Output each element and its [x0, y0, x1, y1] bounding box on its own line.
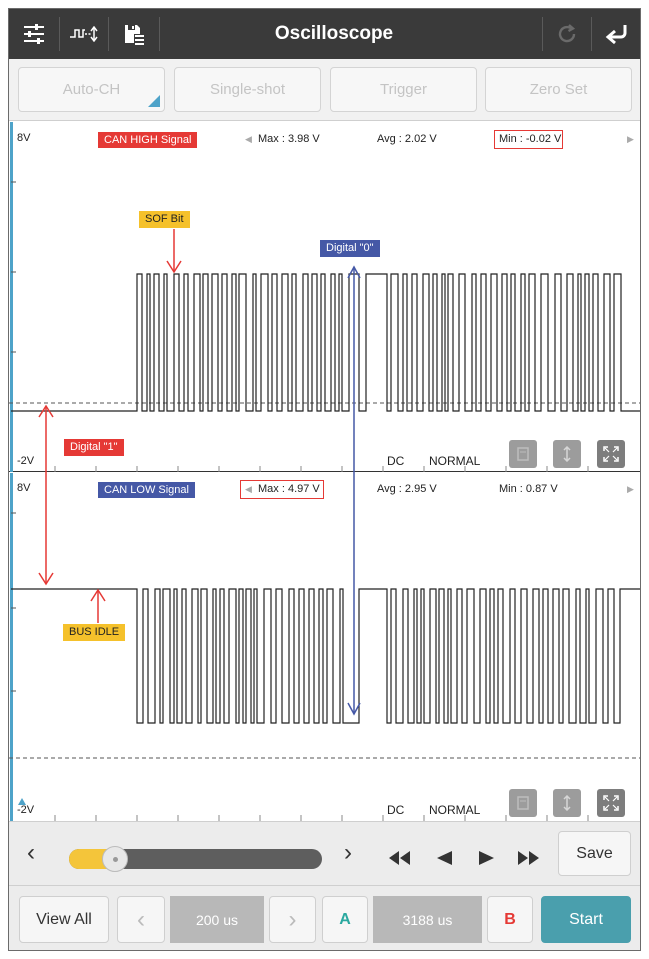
save-button[interactable]: Save: [558, 831, 631, 876]
waveform-measure-icon[interactable]: [60, 9, 108, 59]
title-divider: [59, 17, 60, 51]
channel-1-bottom-scale: -2V: [17, 455, 35, 467]
title-divider: [159, 17, 160, 51]
auto-ch-label: Auto-CH: [62, 81, 121, 98]
channel-1-vertical-button[interactable]: [553, 440, 581, 468]
title-divider: [591, 17, 592, 51]
playback-bar: ‹ › Save: [9, 821, 640, 885]
channel-1-coupling: DC: [387, 454, 405, 468]
chevron-left-icon: ‹: [137, 905, 145, 933]
bus-idle-annotation: BUS IDLE: [63, 624, 126, 641]
save-file-icon[interactable]: [109, 9, 159, 59]
fast-rewind-icon[interactable]: [387, 850, 411, 871]
channel-1-mode: NORMAL: [429, 454, 481, 468]
step-back-icon[interactable]: [435, 850, 453, 871]
channel-2-fullscreen-button[interactable]: [597, 789, 625, 817]
oscilloscope-window: Oscilloscope Auto-CH Single-shot Trigger: [8, 8, 641, 951]
digital-one-annotation: Digital "1": [64, 439, 124, 456]
dropdown-corner-icon: [148, 95, 160, 107]
title-divider: [542, 17, 543, 51]
channel-1-avg: Avg : 2.02 V: [377, 133, 437, 145]
channel-2-coupling: DC: [387, 803, 405, 817]
trigger-label: Trigger: [380, 81, 427, 98]
cursor-a-button[interactable]: A: [322, 896, 368, 943]
chevron-left-icon[interactable]: ‹: [27, 839, 35, 866]
channel-1-cursor-button[interactable]: [509, 440, 537, 468]
chevron-left-icon[interactable]: ◀: [245, 484, 252, 494]
cursor-value: 3188 us: [373, 896, 482, 943]
single-shot-label: Single-shot: [209, 81, 286, 98]
min-highlight-box: [494, 130, 563, 149]
channel-2-waveform: [9, 512, 640, 821]
channel-1-min: Min : -0.02 V: [499, 133, 562, 145]
timebase-decrease-button[interactable]: ‹: [117, 896, 165, 943]
chevron-right-icon[interactable]: ▶: [627, 134, 634, 144]
channel-2-bottom-scale: -2V: [17, 804, 35, 816]
channel-1-waveform: [9, 181, 640, 472]
channel-2-max: Max : 4.97 V: [258, 483, 320, 495]
auto-ch-button[interactable]: Auto-CH: [18, 67, 165, 112]
square-icon: [517, 447, 529, 461]
updown-arrows-icon: [563, 446, 571, 462]
seek-slider-handle[interactable]: [101, 846, 128, 872]
expand-icon: [603, 795, 619, 811]
cursor-b-button[interactable]: B: [487, 896, 533, 943]
settings-sliders-icon[interactable]: [9, 9, 59, 59]
channel-1-marker: [10, 122, 13, 472]
back-arrow-icon[interactable]: [592, 9, 640, 59]
channel-2-min: Min : 0.87 V: [499, 483, 558, 495]
refresh-icon[interactable]: [543, 9, 591, 59]
channel-1-signal-name[interactable]: CAN HIGH Signal: [98, 132, 198, 148]
square-icon: [517, 796, 529, 810]
title-divider: [108, 17, 109, 51]
zero-set-label: Zero Set: [529, 81, 588, 98]
channel-1-max: Max : 3.98 V: [258, 133, 320, 145]
channel-2-panel[interactable]: 8V CAN LOW Signal ◀ Max : 4.97 V Avg : 2…: [9, 473, 640, 821]
channel-2-avg: Avg : 2.95 V: [377, 483, 437, 495]
sof-bit-annotation: SOF Bit: [139, 211, 190, 228]
zero-set-button[interactable]: Zero Set: [485, 67, 632, 112]
view-all-button[interactable]: View All: [19, 896, 109, 943]
toolbar: Auto-CH Single-shot Trigger Zero Set: [9, 59, 640, 121]
timebase-increase-button[interactable]: ›: [269, 896, 316, 943]
channel-1-panel[interactable]: 8V CAN HIGH Signal ◀ Max : 3.98 V Avg : …: [9, 122, 640, 472]
bottom-bar: View All ‹ 200 us › A 3188 us B Start: [9, 885, 640, 950]
single-shot-button[interactable]: Single-shot: [174, 67, 321, 112]
trigger-marker-icon: [18, 798, 26, 805]
start-button[interactable]: Start: [541, 896, 631, 943]
trigger-button[interactable]: Trigger: [330, 67, 477, 112]
play-icon[interactable]: [478, 850, 496, 871]
channel-2-cursor-button[interactable]: [509, 789, 537, 817]
channel-2-top-scale: 8V: [17, 482, 31, 494]
channel-1-fullscreen-button[interactable]: [597, 440, 625, 468]
updown-arrows-icon: [563, 795, 571, 811]
title-bar: Oscilloscope: [9, 9, 640, 59]
max-highlight-box: [240, 480, 324, 499]
chevron-right-icon[interactable]: ›: [344, 839, 352, 866]
digital-zero-annotation: Digital "0": [320, 240, 380, 257]
page-title: Oscilloscope: [274, 23, 394, 44]
channel-2-signal-name[interactable]: CAN LOW Signal: [98, 482, 195, 498]
expand-icon: [603, 446, 619, 462]
channel-2-mode: NORMAL: [429, 803, 481, 817]
channel-2-vertical-button[interactable]: [553, 789, 581, 817]
channel-2-marker: [10, 473, 13, 821]
channel-1-top-scale: 8V: [17, 132, 31, 144]
chevron-right-icon[interactable]: ▶: [627, 484, 634, 494]
chevron-left-icon[interactable]: ◀: [245, 134, 252, 144]
chevron-right-icon: ›: [288, 905, 297, 933]
timebase-value: 200 us: [170, 896, 264, 943]
fast-forward-icon[interactable]: [517, 850, 541, 871]
